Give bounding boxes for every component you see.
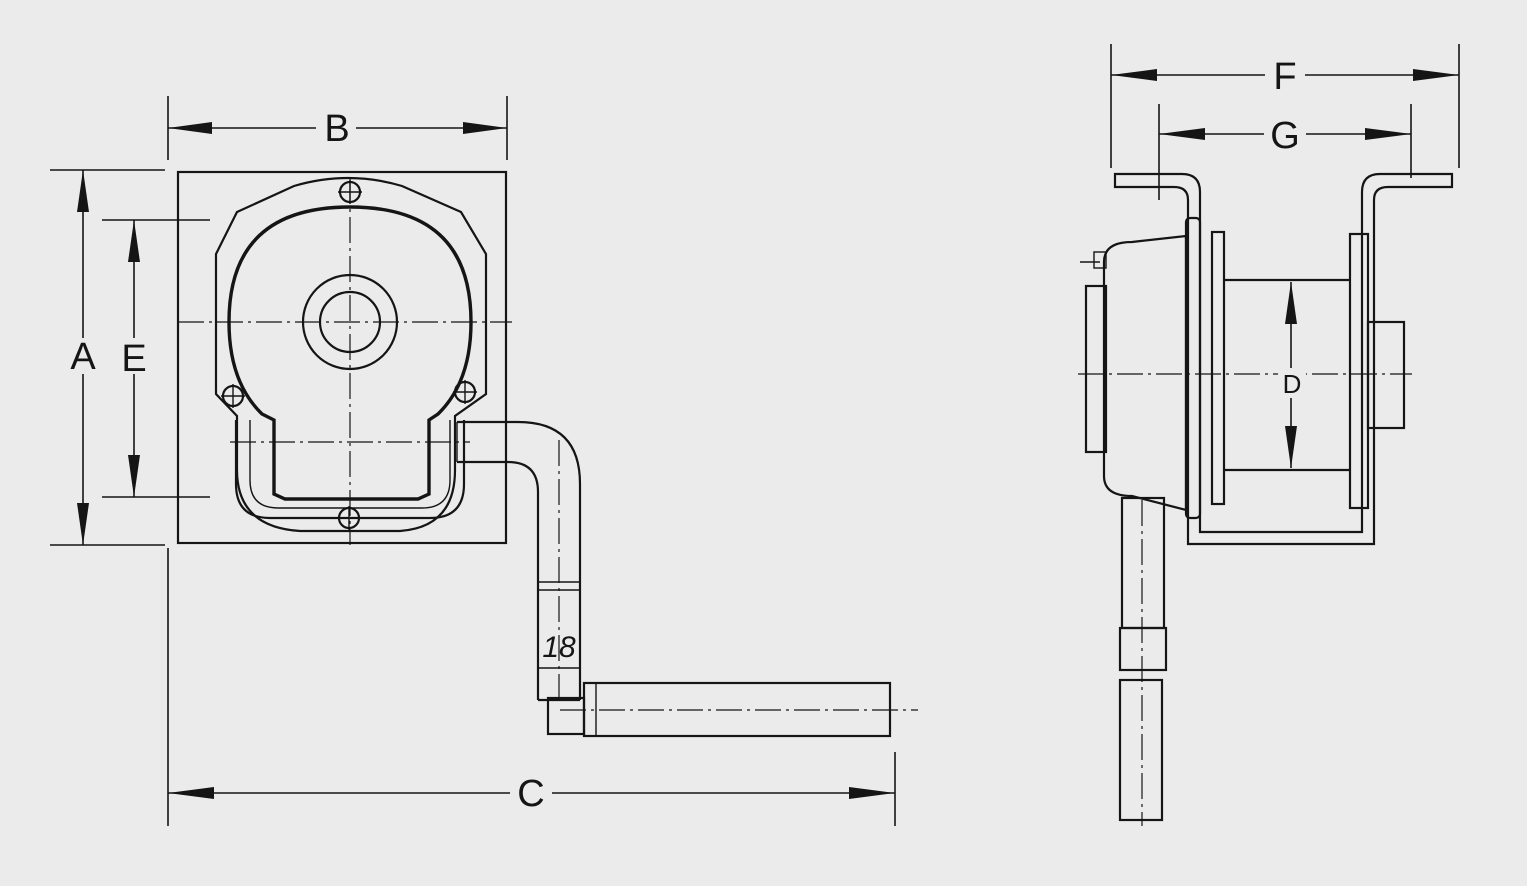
dimension-c: C	[167, 548, 896, 826]
dimension-a: A	[50, 169, 165, 546]
dimension-b: B	[167, 96, 508, 160]
housing-front-cap	[1084, 284, 1108, 454]
label-a: A	[70, 336, 96, 378]
flange-right	[1348, 232, 1370, 510]
bolt-right	[453, 380, 477, 404]
label-c: C	[517, 773, 544, 815]
side-view: D	[1078, 172, 1454, 826]
bolt-bottom	[337, 506, 361, 530]
crank-arm-side	[1120, 496, 1166, 630]
label-f: F	[1273, 56, 1296, 98]
shaft-hub	[1366, 320, 1406, 430]
housing-outer	[214, 176, 488, 533]
mounting-bracket	[1113, 172, 1454, 546]
crank-grip-side	[1118, 678, 1164, 822]
bolt-left	[221, 384, 245, 408]
crank-hub	[546, 696, 586, 736]
dimension-g: G	[1158, 104, 1412, 200]
flange-left-inner	[1210, 230, 1226, 506]
label-g: G	[1270, 115, 1300, 157]
crank-shaft-inner	[457, 460, 540, 700]
label-d: D	[1283, 369, 1302, 399]
crank-joint-side	[1118, 626, 1168, 672]
dimension-e: E	[102, 219, 210, 498]
flange-left-outer	[1184, 216, 1202, 520]
label-b: B	[324, 108, 349, 150]
crank-shaft	[457, 420, 582, 700]
gear-housing	[1102, 234, 1188, 512]
grease-nipple	[1080, 251, 1107, 269]
front-view: 18	[176, 170, 918, 738]
dimension-d: D	[1278, 282, 1306, 468]
label-e: E	[121, 338, 146, 380]
base-plate	[176, 170, 508, 545]
dimension-f: F	[1110, 44, 1460, 168]
